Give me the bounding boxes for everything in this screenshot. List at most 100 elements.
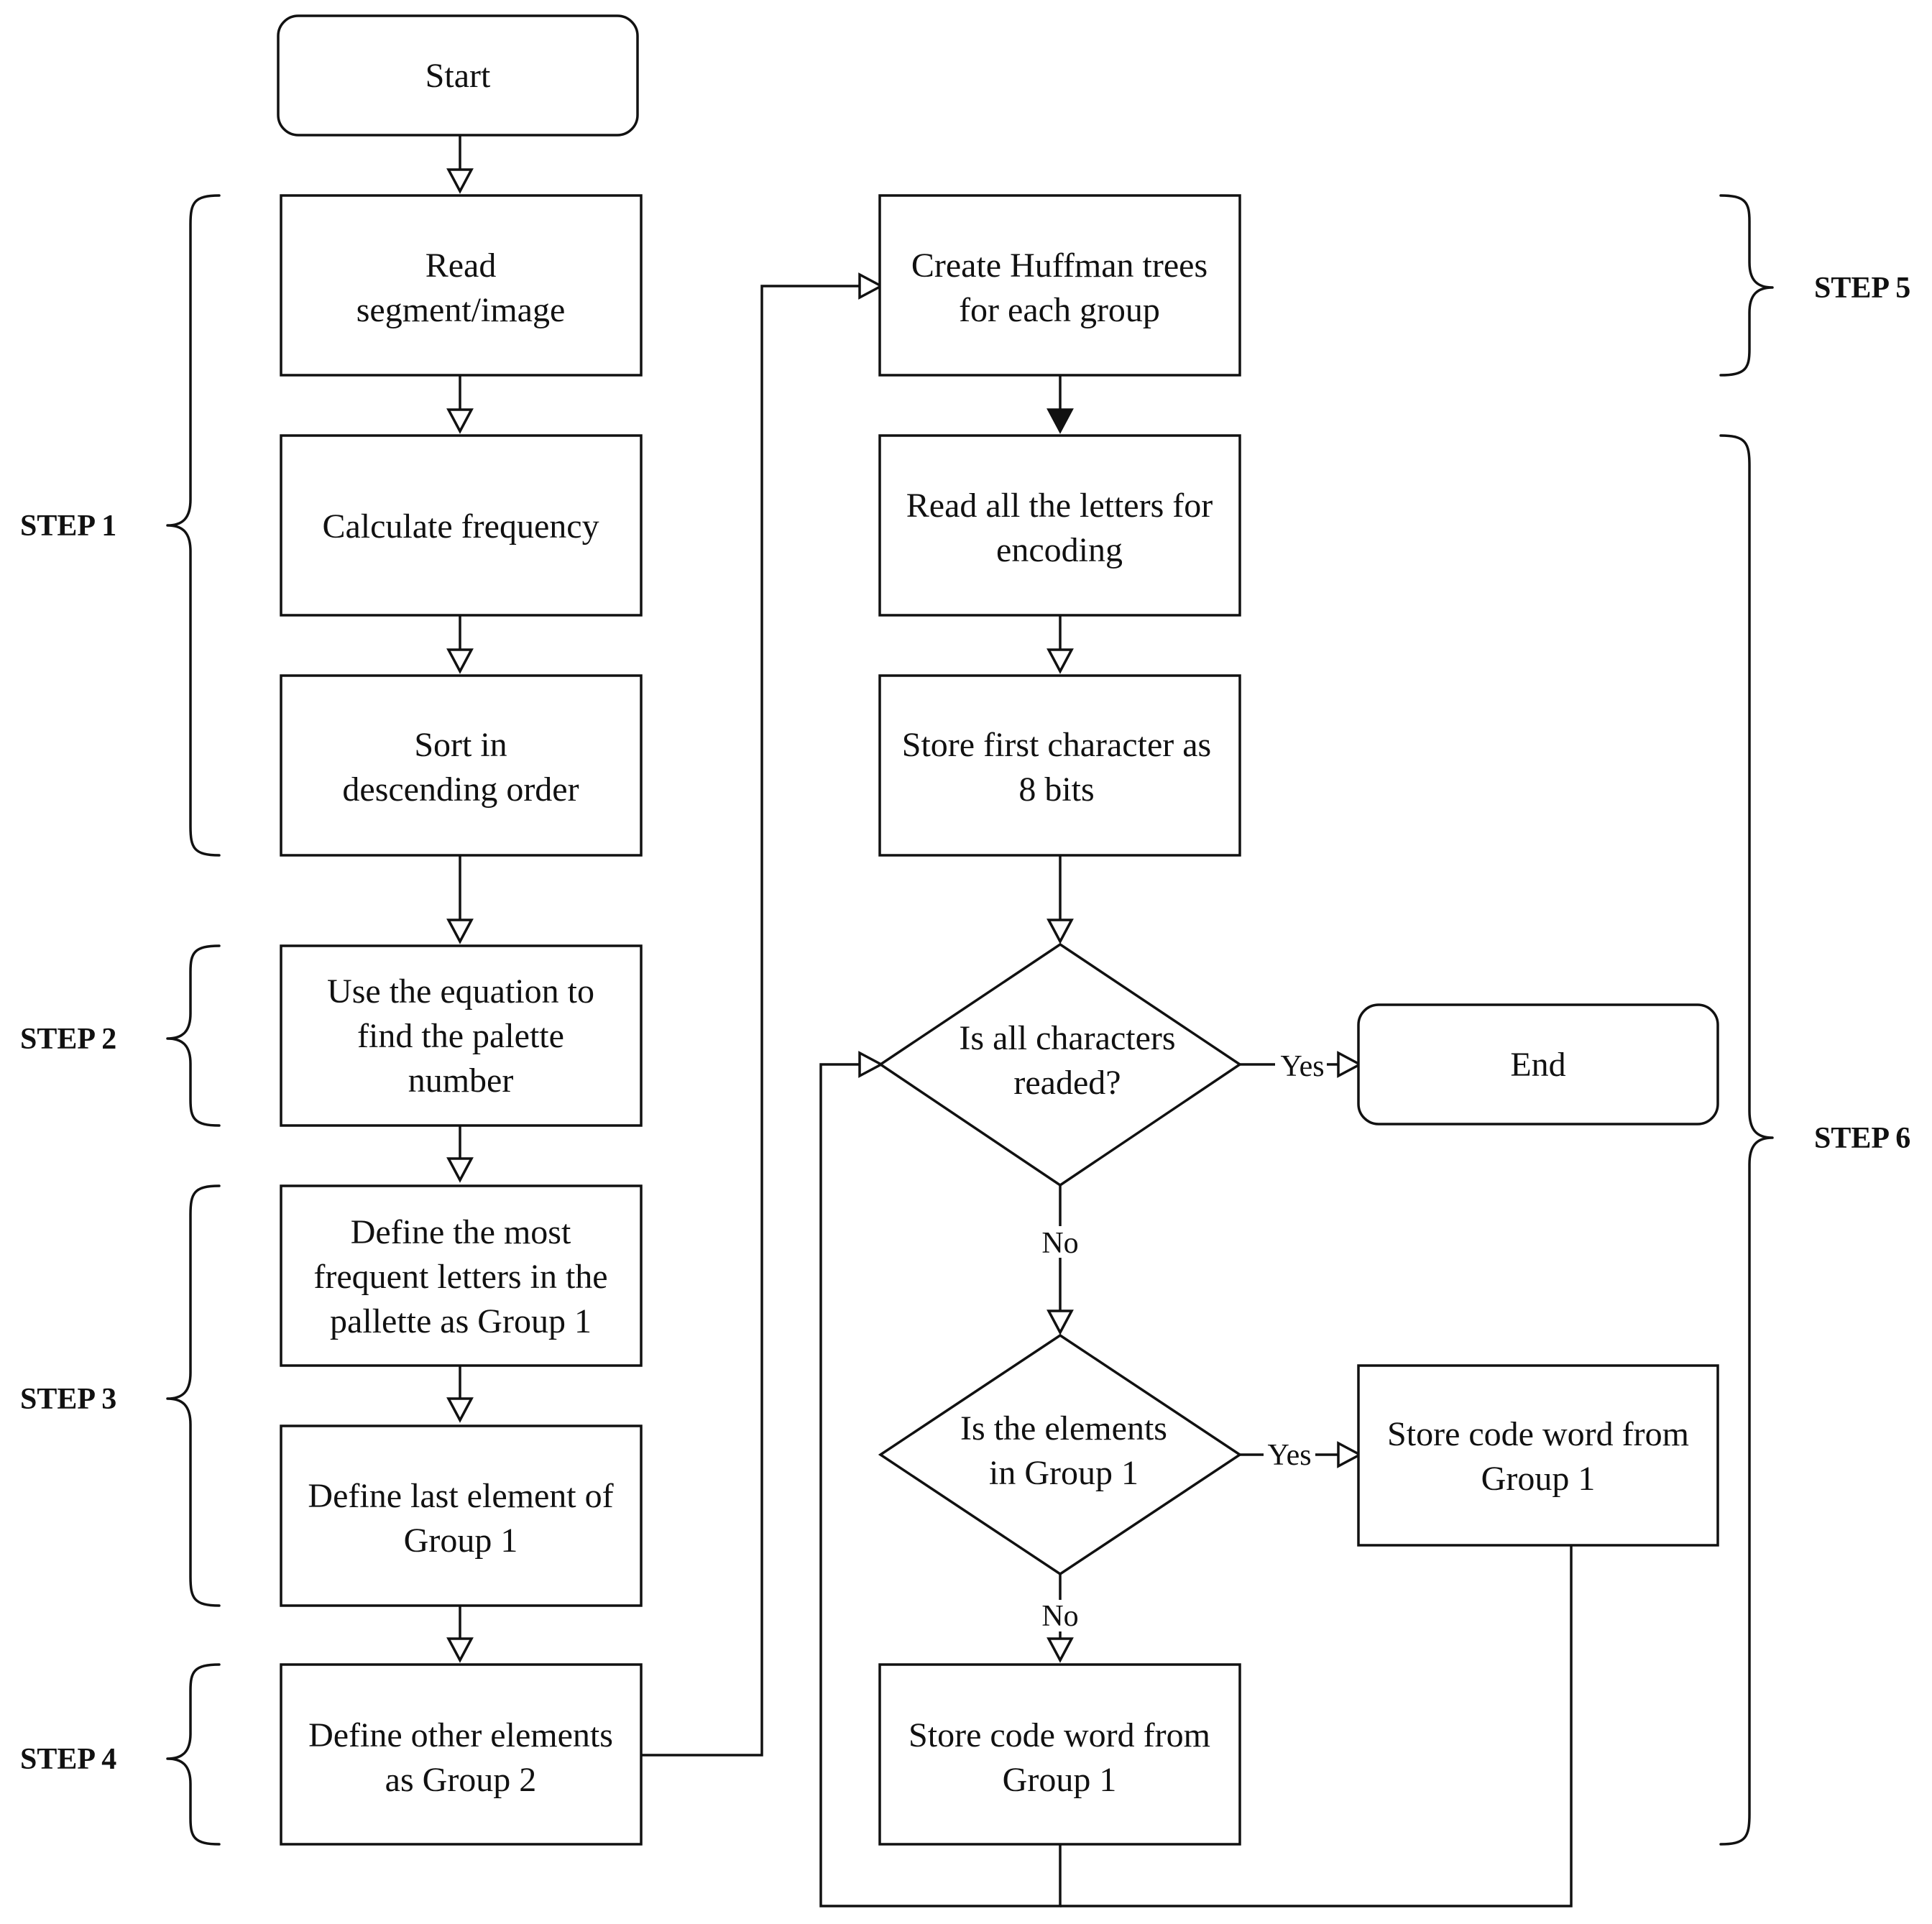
node-label-line: Create Huffman trees <box>911 247 1208 285</box>
node-calc-frequency[interactable]: Calculate frequency <box>280 434 643 617</box>
node-label: Is all characters readed? <box>959 1019 1175 1102</box>
step-label-1: STEP 1 <box>20 510 116 543</box>
node-label: Is the elements in Group 1 <box>960 1409 1167 1492</box>
brace-step2 <box>166 944 221 1127</box>
node-label-line: Define last element of <box>308 1477 613 1515</box>
step-label-2: STEP 2 <box>20 1023 116 1056</box>
node-label: Define the most frequent letters in the pa… <box>313 1213 607 1340</box>
node-end[interactable]: End <box>1357 1003 1719 1126</box>
node-label-line: find the palette <box>357 1017 564 1055</box>
node-label: Use the equation to find the palette numbe… <box>327 972 594 1100</box>
node-decision-group1[interactable]: Is the elements in Group 1 <box>878 1333 1243 1576</box>
node-label-line: encoding <box>996 531 1123 569</box>
arrowhead <box>1046 919 1074 944</box>
arrowhead <box>1046 1637 1074 1663</box>
node-define-most-frequent[interactable]: Define the most frequent letters in the pa… <box>280 1184 643 1367</box>
arrowhead <box>1337 1441 1363 1468</box>
node-label-line: Define the most <box>351 1213 571 1251</box>
node-label: Create Huffman trees for each group <box>911 247 1208 329</box>
node-label-line: Read <box>426 247 497 285</box>
arrowhead <box>1046 1309 1074 1335</box>
arrowhead <box>1046 648 1074 674</box>
arrowhead <box>446 1637 474 1663</box>
node-label-line: Is all characters <box>959 1019 1175 1057</box>
edge-other-huffman <box>642 285 860 1757</box>
edge-label-no: No <box>1041 1227 1078 1260</box>
arrowhead <box>1046 408 1074 434</box>
edge-label-yes: Yes <box>1280 1050 1324 1083</box>
node-sort-desc[interactable]: Sort in descending order <box>280 674 643 857</box>
node-label-line: descending order <box>342 770 579 809</box>
node-label: End <box>1510 1046 1565 1084</box>
node-label-line: End <box>1510 1046 1565 1084</box>
node-label: Calculate frequency <box>322 507 599 546</box>
node-create-huffman[interactable]: Create Huffman trees for each group <box>878 194 1241 377</box>
node-label-line: Sort in <box>414 726 507 764</box>
node-read-all-letters[interactable]: Read all the letters for encoding <box>878 434 1241 617</box>
brace-step6 <box>1719 434 1774 1846</box>
node-label-line: Store first character as <box>902 726 1211 764</box>
edge-label-no: No <box>1041 1600 1078 1633</box>
node-label: Define other elements as Group 2 <box>308 1716 613 1799</box>
node-label-line: Store code word from <box>908 1716 1210 1754</box>
arrowhead <box>446 1397 474 1423</box>
node-label-line: Store code word from <box>1387 1415 1689 1453</box>
step-label-3: STEP 3 <box>20 1383 116 1416</box>
node-read-segment[interactable]: Read segment/image <box>280 194 643 377</box>
arrowhead <box>446 919 474 944</box>
node-store-first-char[interactable]: Store first character as 8 bits <box>878 674 1241 857</box>
node-label-line: Start <box>426 57 491 95</box>
brace-step4 <box>166 1663 221 1846</box>
edge-loop-back <box>819 1063 1062 1907</box>
arrowhead <box>1337 1051 1363 1078</box>
node-label-line: as Group 2 <box>385 1761 537 1799</box>
edge-storeright-loop <box>1060 1545 1573 1907</box>
step-braces <box>166 194 1774 1846</box>
arrowheads <box>446 168 1363 1663</box>
node-label-line: frequent letters in the <box>313 1258 607 1296</box>
node-label-line: number <box>408 1062 514 1100</box>
node-define-other-elements[interactable]: Define other elements as Group 2 <box>280 1663 643 1846</box>
node-label-line: readed? <box>1013 1064 1121 1102</box>
brace-step1 <box>166 194 221 857</box>
step-label-6: STEP 6 <box>1814 1122 1910 1155</box>
step-labels: STEP 1 STEP 2 STEP 3 STEP 4 STEP 5 STEP … <box>20 272 1910 1776</box>
node-label-line: pallette as Group 1 <box>330 1302 592 1340</box>
arrowhead <box>446 648 474 674</box>
node-label: Start <box>426 57 491 95</box>
node-label-line: Use the equation to <box>327 972 594 1011</box>
node-label-line: Read all the letters for <box>906 487 1213 525</box>
edge-label-yes: Yes <box>1267 1439 1311 1472</box>
node-use-equation[interactable]: Use the equation to find the palette numbe… <box>280 944 643 1127</box>
arrowhead <box>446 168 474 194</box>
arrowhead <box>446 408 474 434</box>
node-start[interactable]: Start <box>277 14 639 137</box>
node-label-line: Group 1 <box>1481 1460 1596 1498</box>
node-label: Read segment/image <box>356 247 566 329</box>
node-label-line: for each group <box>959 291 1160 329</box>
node-label-line: in Group 1 <box>989 1454 1138 1492</box>
arrowhead <box>858 1051 884 1078</box>
step-label-4: STEP 4 <box>20 1743 116 1776</box>
node-label-line: Calculate frequency <box>322 507 599 546</box>
brace-step5 <box>1719 194 1774 377</box>
node-label-line: 8 bits <box>1018 770 1094 809</box>
node-label-line: segment/image <box>356 291 566 329</box>
arrowhead <box>446 1157 474 1183</box>
node-decision-all-read[interactable]: Is all characters readed? <box>878 942 1243 1187</box>
node-label-line: Define other elements <box>308 1716 613 1754</box>
node-label-line: Group 1 <box>1003 1761 1117 1799</box>
node-label: Store first character as 8 bits <box>902 726 1211 809</box>
arrowhead <box>858 272 884 300</box>
step-label-5: STEP 5 <box>1814 272 1910 305</box>
node-label: Read all the letters for encoding <box>906 487 1213 569</box>
node-label-line: Is the elements <box>960 1409 1167 1447</box>
brace-step3 <box>166 1184 221 1607</box>
